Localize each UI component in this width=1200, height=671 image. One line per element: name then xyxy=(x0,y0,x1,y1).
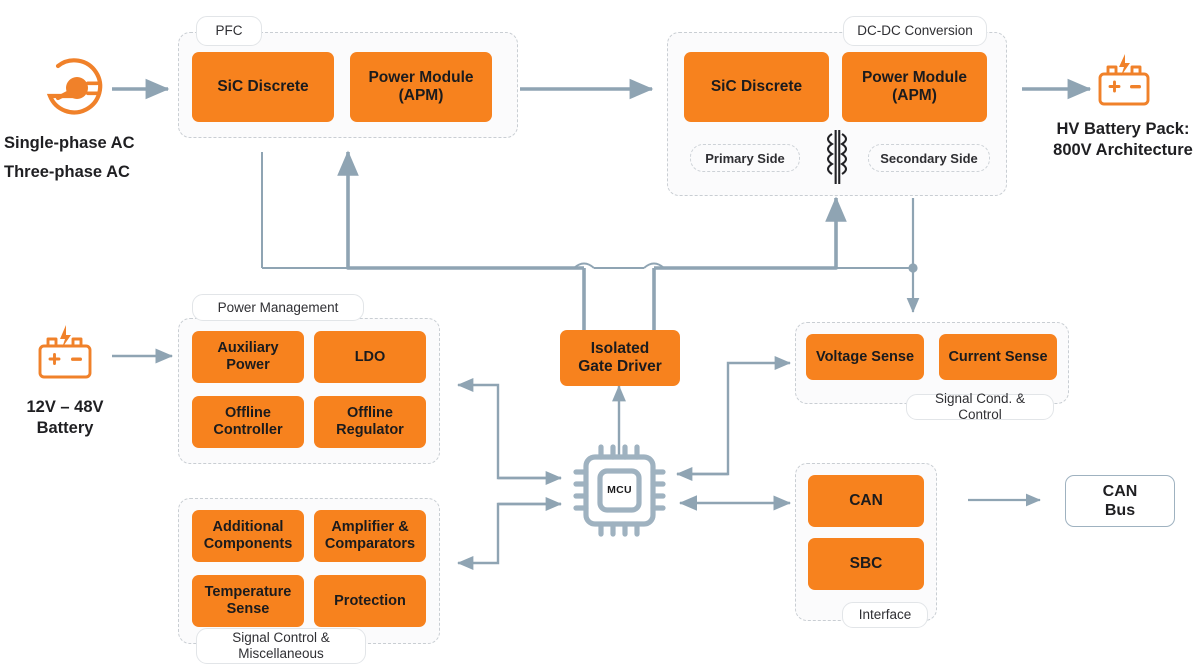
block-current-sense[interactable]: Current Sense xyxy=(939,334,1057,380)
hv-battery-icon xyxy=(1094,52,1156,112)
block-voltage-sense[interactable]: Voltage Sense xyxy=(806,334,924,380)
block-isolated-gate-driver-line1: Isolated xyxy=(590,340,650,358)
block-isolated-gate-driver-line2: Gate Driver xyxy=(578,358,662,375)
group-pfc-title: PFC xyxy=(196,16,262,46)
block-auxiliary-power-line1: Auxiliary xyxy=(217,340,279,357)
group-power-management-title: Power Management xyxy=(192,294,364,321)
block-ldo[interactable]: LDO xyxy=(314,331,426,383)
wire-bus-to-dcdc xyxy=(654,196,847,270)
block-dcdc-power-module-line2: (APM) xyxy=(892,87,937,104)
block-sbc[interactable]: SBC xyxy=(808,538,924,590)
box-can-bus-line2: Bus xyxy=(1104,502,1136,519)
group-signal-cond-title: Signal Cond. & Control xyxy=(906,391,1054,422)
block-additional-components-line2: Components xyxy=(203,536,293,552)
block-offline-regulator-line1: Offline xyxy=(347,405,393,422)
block-pfc-power-module-line2: (APM) xyxy=(398,87,444,104)
block-additional-components-line1: Additional xyxy=(212,519,284,536)
block-dcdc-power-module[interactable]: Power Module (APM) xyxy=(842,52,987,122)
block-can[interactable]: CAN xyxy=(808,475,924,527)
block-pfc-sic-discrete[interactable]: SiC Discrete xyxy=(192,52,334,122)
hv-battery-label-line1: HV Battery Pack: xyxy=(1056,120,1190,138)
block-amplifier-comparators-line2: Comparators xyxy=(324,536,416,552)
block-protection[interactable]: Protection xyxy=(314,575,426,627)
group-interface-title: Interface xyxy=(842,602,928,628)
mcu-label: MCU xyxy=(607,484,632,496)
wire-hop-right xyxy=(643,262,665,269)
transformer-icon xyxy=(814,128,860,186)
box-can-bus[interactable]: CAN Bus xyxy=(1065,475,1175,527)
junction-dot xyxy=(908,263,918,273)
block-temperature-sense[interactable]: Temperature Sense xyxy=(192,575,304,627)
lv-battery-icon xyxy=(32,322,98,384)
block-auxiliary-power[interactable]: Auxiliary Power xyxy=(192,331,304,383)
ac-source-label-line1: Single-phase AC xyxy=(4,134,135,152)
wire-bus-to-pfc xyxy=(337,150,584,270)
block-offline-controller-line1: Offline xyxy=(225,405,271,422)
wire-mcu-to-signalcontrol xyxy=(457,502,561,570)
block-additional-components[interactable]: Additional Components xyxy=(192,510,304,562)
block-dcdc-power-module-line1: Power Module xyxy=(861,69,968,87)
group-signal-control-title-line1: Signal Control & xyxy=(232,630,330,646)
block-offline-controller-line2: Controller xyxy=(213,422,283,438)
block-auxiliary-power-line2: Power xyxy=(226,357,270,373)
subpill-primary-side: Primary Side xyxy=(690,144,800,172)
block-pfc-power-module-line1: Power Module xyxy=(368,69,474,87)
lv-battery-label-line2: Battery xyxy=(36,419,94,437)
ac-source-label-line2: Three-phase AC xyxy=(4,163,130,181)
wire-mcu-to-powermanagement xyxy=(457,378,561,480)
block-amplifier-comparators-line1: Amplifier & xyxy=(331,519,409,536)
block-offline-controller[interactable]: Offline Controller xyxy=(192,396,304,448)
block-temperature-sense-line1: Temperature xyxy=(204,584,292,601)
block-amplifier-comparators[interactable]: Amplifier & Comparators xyxy=(314,510,426,562)
lv-battery-label-line1: 12V – 48V xyxy=(26,398,104,416)
block-temperature-sense-line2: Sense xyxy=(226,601,270,617)
group-dcdc-title: DC-DC Conversion xyxy=(843,16,987,46)
subpill-secondary-side: Secondary Side xyxy=(868,144,990,172)
block-offline-regulator[interactable]: Offline Regulator xyxy=(314,396,426,448)
block-offline-regulator-line2: Regulator xyxy=(336,422,404,438)
hv-battery-label-line2: 800V Architecture xyxy=(1053,141,1193,159)
mcu-chip-icon[interactable]: MCU xyxy=(561,443,678,538)
group-signal-control-title: Signal Control & Miscellaneous xyxy=(196,628,366,664)
group-signal-control-title-line2: Miscellaneous xyxy=(238,646,324,661)
box-can-bus-line1: CAN xyxy=(1102,482,1138,500)
block-isolated-gate-driver[interactable]: Isolated Gate Driver xyxy=(560,330,680,386)
wire-hop-left xyxy=(573,262,595,269)
wire-mcu-to-signalcond xyxy=(677,356,791,476)
ac-plug-icon xyxy=(36,52,108,124)
block-dcdc-sic-discrete[interactable]: SiC Discrete xyxy=(684,52,829,122)
block-pfc-power-module[interactable]: Power Module (APM) xyxy=(350,52,492,122)
